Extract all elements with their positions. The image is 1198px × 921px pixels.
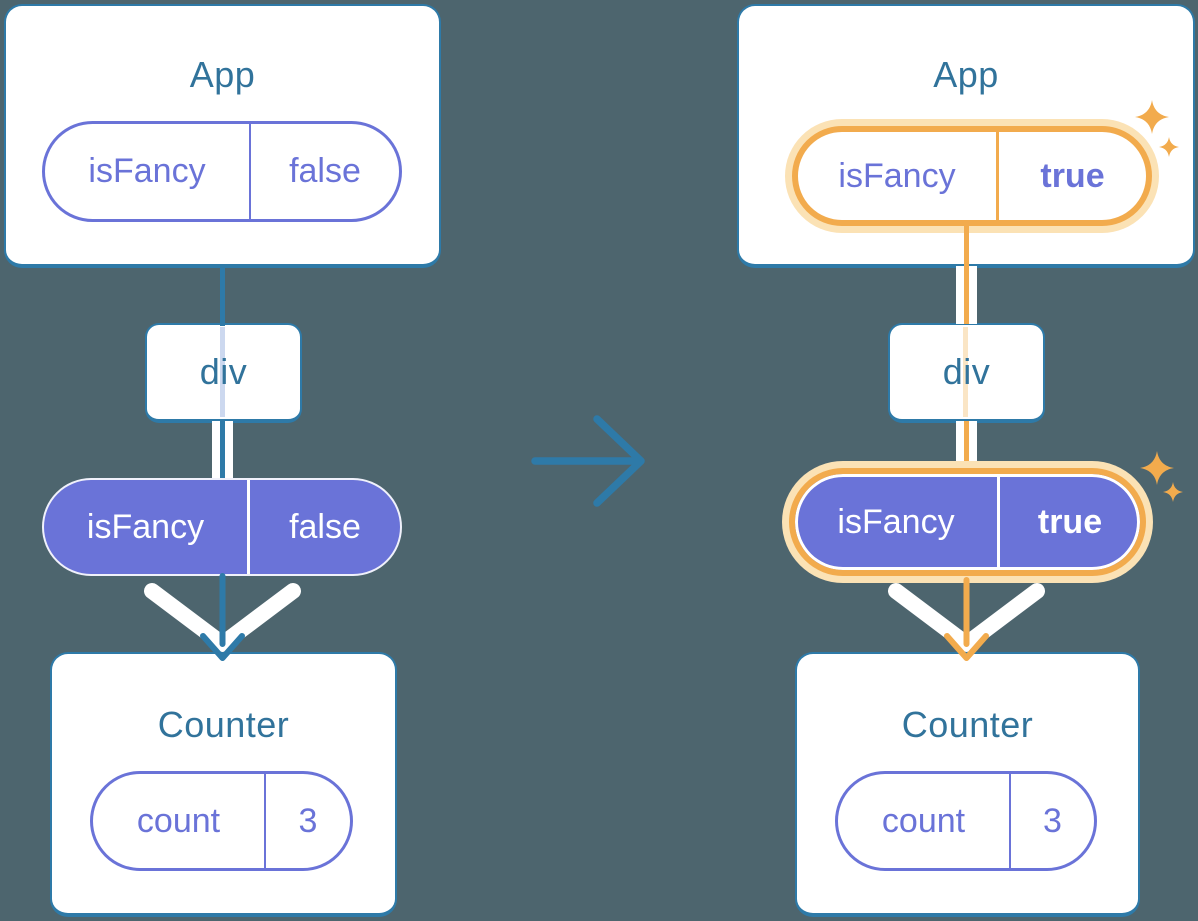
sparkle-icon [1159, 137, 1179, 157]
state-name: count [93, 774, 266, 868]
app-component-box: App isFancy true [737, 4, 1195, 268]
counter-component-box: Counter count 3 [50, 652, 397, 917]
counter-component-box: Counter count 3 [795, 652, 1140, 917]
state-pill: isFancy false [42, 121, 402, 222]
prop-value: true [1037, 502, 1103, 541]
prop-pill-highlighted: isFancy true [789, 468, 1146, 576]
sparkle-icon [1163, 482, 1183, 502]
state-pill: count 3 [90, 771, 353, 871]
pass-through-line [963, 327, 968, 417]
prop-pill: isFancy false [42, 478, 402, 576]
sparkle-icon [1135, 100, 1169, 134]
state-name: isFancy [45, 124, 251, 219]
element-title: div [942, 351, 991, 392]
state-pill-highlighted: isFancy true [792, 126, 1152, 226]
state-value: 3 [298, 801, 318, 840]
connector-white-flank-left [955, 266, 964, 324]
state-value: 3 [1043, 801, 1062, 840]
connector-app-div [220, 266, 225, 326]
prop-flow-line-highlighted [955, 421, 977, 465]
pass-through-line [220, 327, 225, 417]
prop-flow-line [212, 421, 233, 479]
element-title: div [199, 351, 248, 392]
div-element-box: div [145, 323, 302, 423]
prop-value: false [289, 507, 361, 546]
prop-name: isFancy [44, 480, 250, 574]
component-title: Counter [157, 704, 290, 745]
sparkle-icon [1140, 451, 1174, 485]
component-title: Counter [901, 704, 1034, 745]
connector-white-flank-right [968, 266, 977, 324]
div-element-box: div [888, 323, 1045, 423]
state-value: false [289, 152, 361, 190]
flow-arrow-icon-highlighted [943, 577, 989, 661]
app-component-box: App isFancy false [4, 4, 441, 268]
state-name: isFancy [798, 132, 999, 220]
state-value: true [1040, 156, 1105, 195]
state-name: count [838, 774, 1011, 868]
state-pill: count 3 [835, 771, 1097, 871]
flow-arrow-icon [200, 573, 245, 661]
connector-app-div-highlighted [963, 222, 969, 324]
transition-arrow-icon [531, 415, 645, 507]
component-title: App [933, 54, 999, 95]
prop-name: isFancy [795, 474, 1000, 570]
component-title: App [189, 54, 256, 95]
